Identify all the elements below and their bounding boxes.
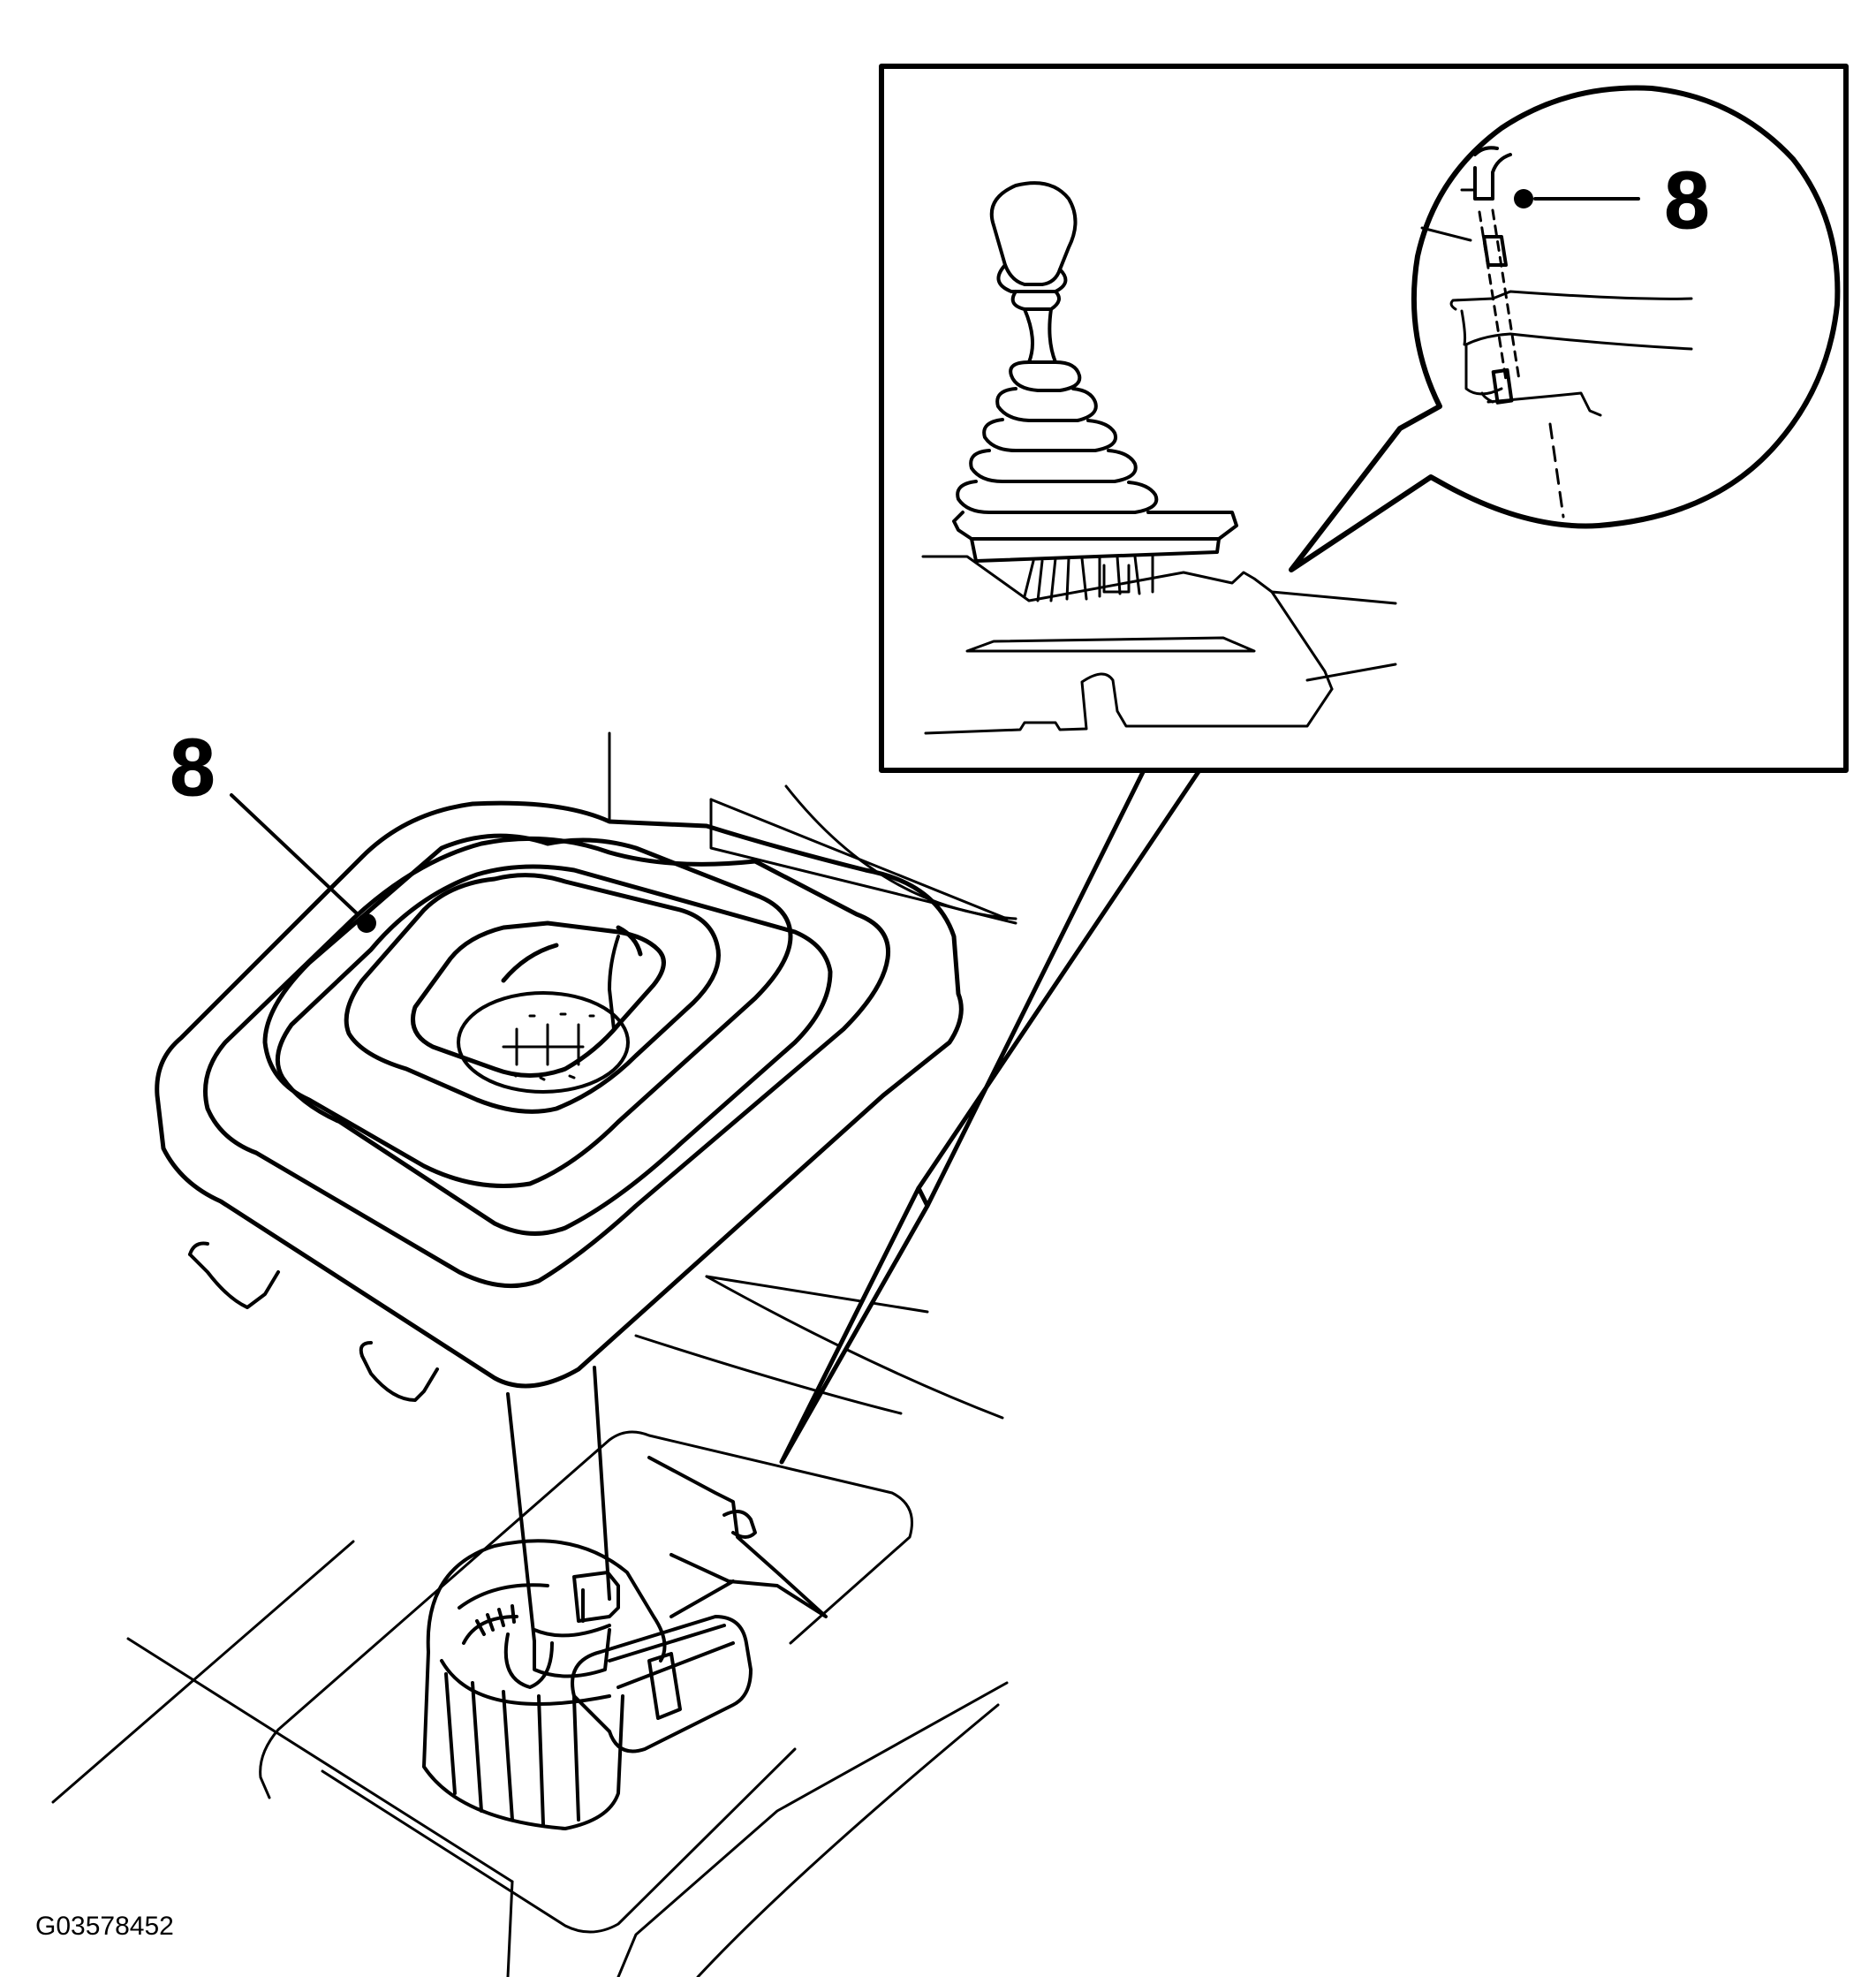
shifter-mechanism — [422, 1366, 828, 1830]
inset-shifter-side-view — [921, 181, 1397, 735]
figure-id: G03578452 — [35, 1912, 174, 1941]
inset-leader — [779, 768, 1202, 1465]
inset-callout: 8 — [1514, 155, 1710, 246]
inset-box: 8 — [879, 64, 1849, 773]
shifter-opening-frame — [259, 1430, 913, 1934]
center-console — [51, 784, 1017, 1977]
boot-retaining-tabs — [188, 1241, 439, 1402]
main-callout: 8 — [170, 723, 376, 933]
shifter-boot — [155, 731, 964, 1389]
main-callout-label: 8 — [170, 723, 215, 813]
inset-callout-label: 8 — [1664, 155, 1709, 246]
inset-detail-view — [1289, 85, 1841, 572]
